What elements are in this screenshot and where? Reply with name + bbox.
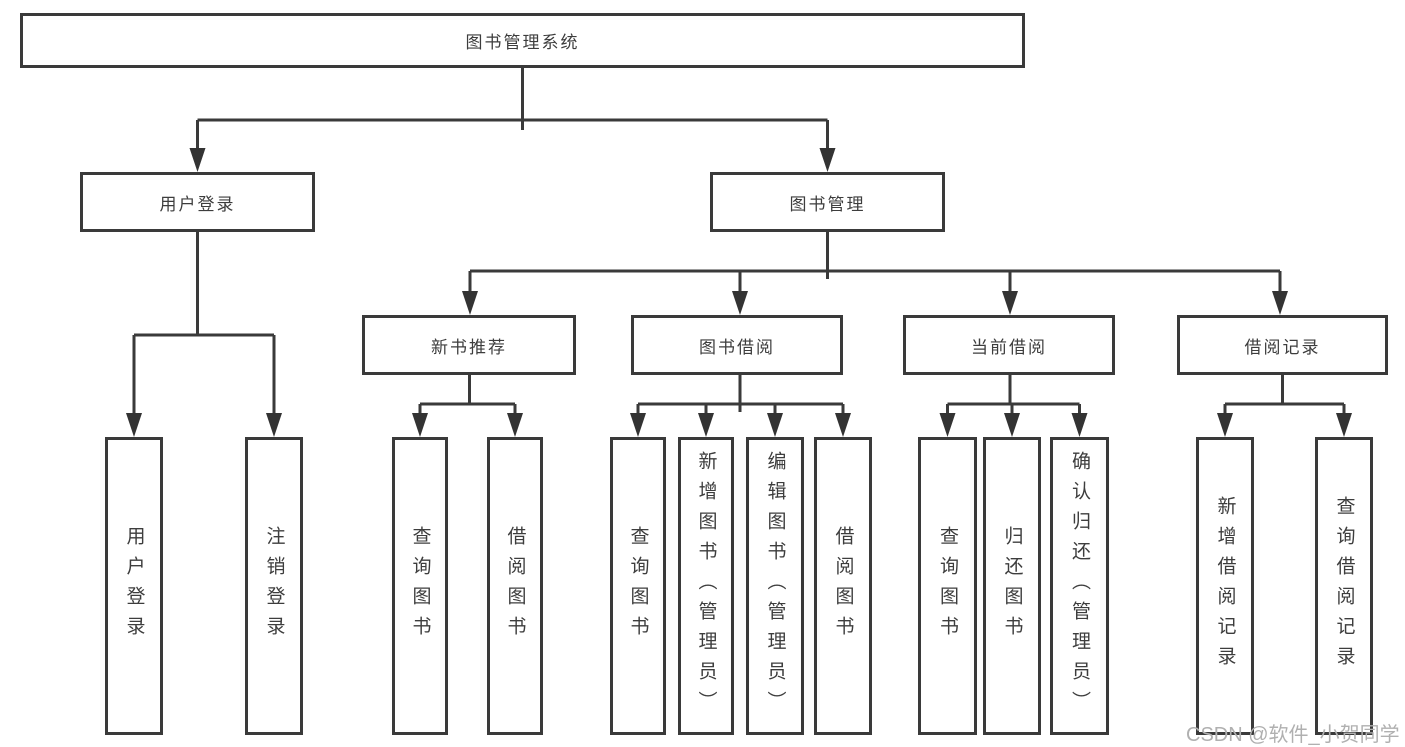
leaf-add-books-admin: 新增图书（管理员） (678, 437, 734, 735)
node-new-book-recommendation: 新书推荐 (362, 315, 576, 375)
edge-borrow-records-to-leaves (1217, 375, 1352, 437)
node-book-management: 图书管理 (710, 172, 945, 232)
leaf-add-borrow-record: 新增借阅记录 (1196, 437, 1254, 735)
leaf-logout: 注销登录 (245, 437, 303, 735)
leaf-query-books-1: 查询图书 (392, 437, 448, 735)
csdn-watermark: CSDN @软件_小贺同学 (1186, 724, 1400, 746)
edge-book-mgmt-to-level3 (462, 232, 1288, 315)
node-book-borrowing: 图书借阅 (631, 315, 843, 375)
node-book-management-system: 图书管理系统 (20, 13, 1025, 68)
edge-new-book-rec-to-leaves (412, 375, 523, 437)
leaf-user-login: 用户登录 (105, 437, 163, 735)
edge-book-borrow-to-leaves (630, 375, 851, 437)
leaf-borrow-books-1: 借阅图书 (487, 437, 543, 735)
node-current-borrowing: 当前借阅 (903, 315, 1115, 375)
edge-root-to-level2 (189, 68, 836, 172)
leaf-edit-books-admin: 编辑图书（管理员） (746, 437, 804, 735)
edge-current-borrow-to-leaves (939, 375, 1088, 437)
node-user-login: 用户登录 (80, 172, 315, 232)
leaf-query-books-3: 查询图书 (918, 437, 977, 735)
leaf-query-borrow-record: 查询借阅记录 (1315, 437, 1373, 735)
leaf-confirm-return-admin: 确认归还（管理员） (1050, 437, 1109, 735)
edge-user-login-to-leaves (126, 232, 282, 437)
node-borrowing-records: 借阅记录 (1177, 315, 1388, 375)
leaf-return-books: 归还图书 (983, 437, 1041, 735)
leaf-borrow-books-2: 借阅图书 (814, 437, 872, 735)
leaf-query-books-2: 查询图书 (610, 437, 666, 735)
